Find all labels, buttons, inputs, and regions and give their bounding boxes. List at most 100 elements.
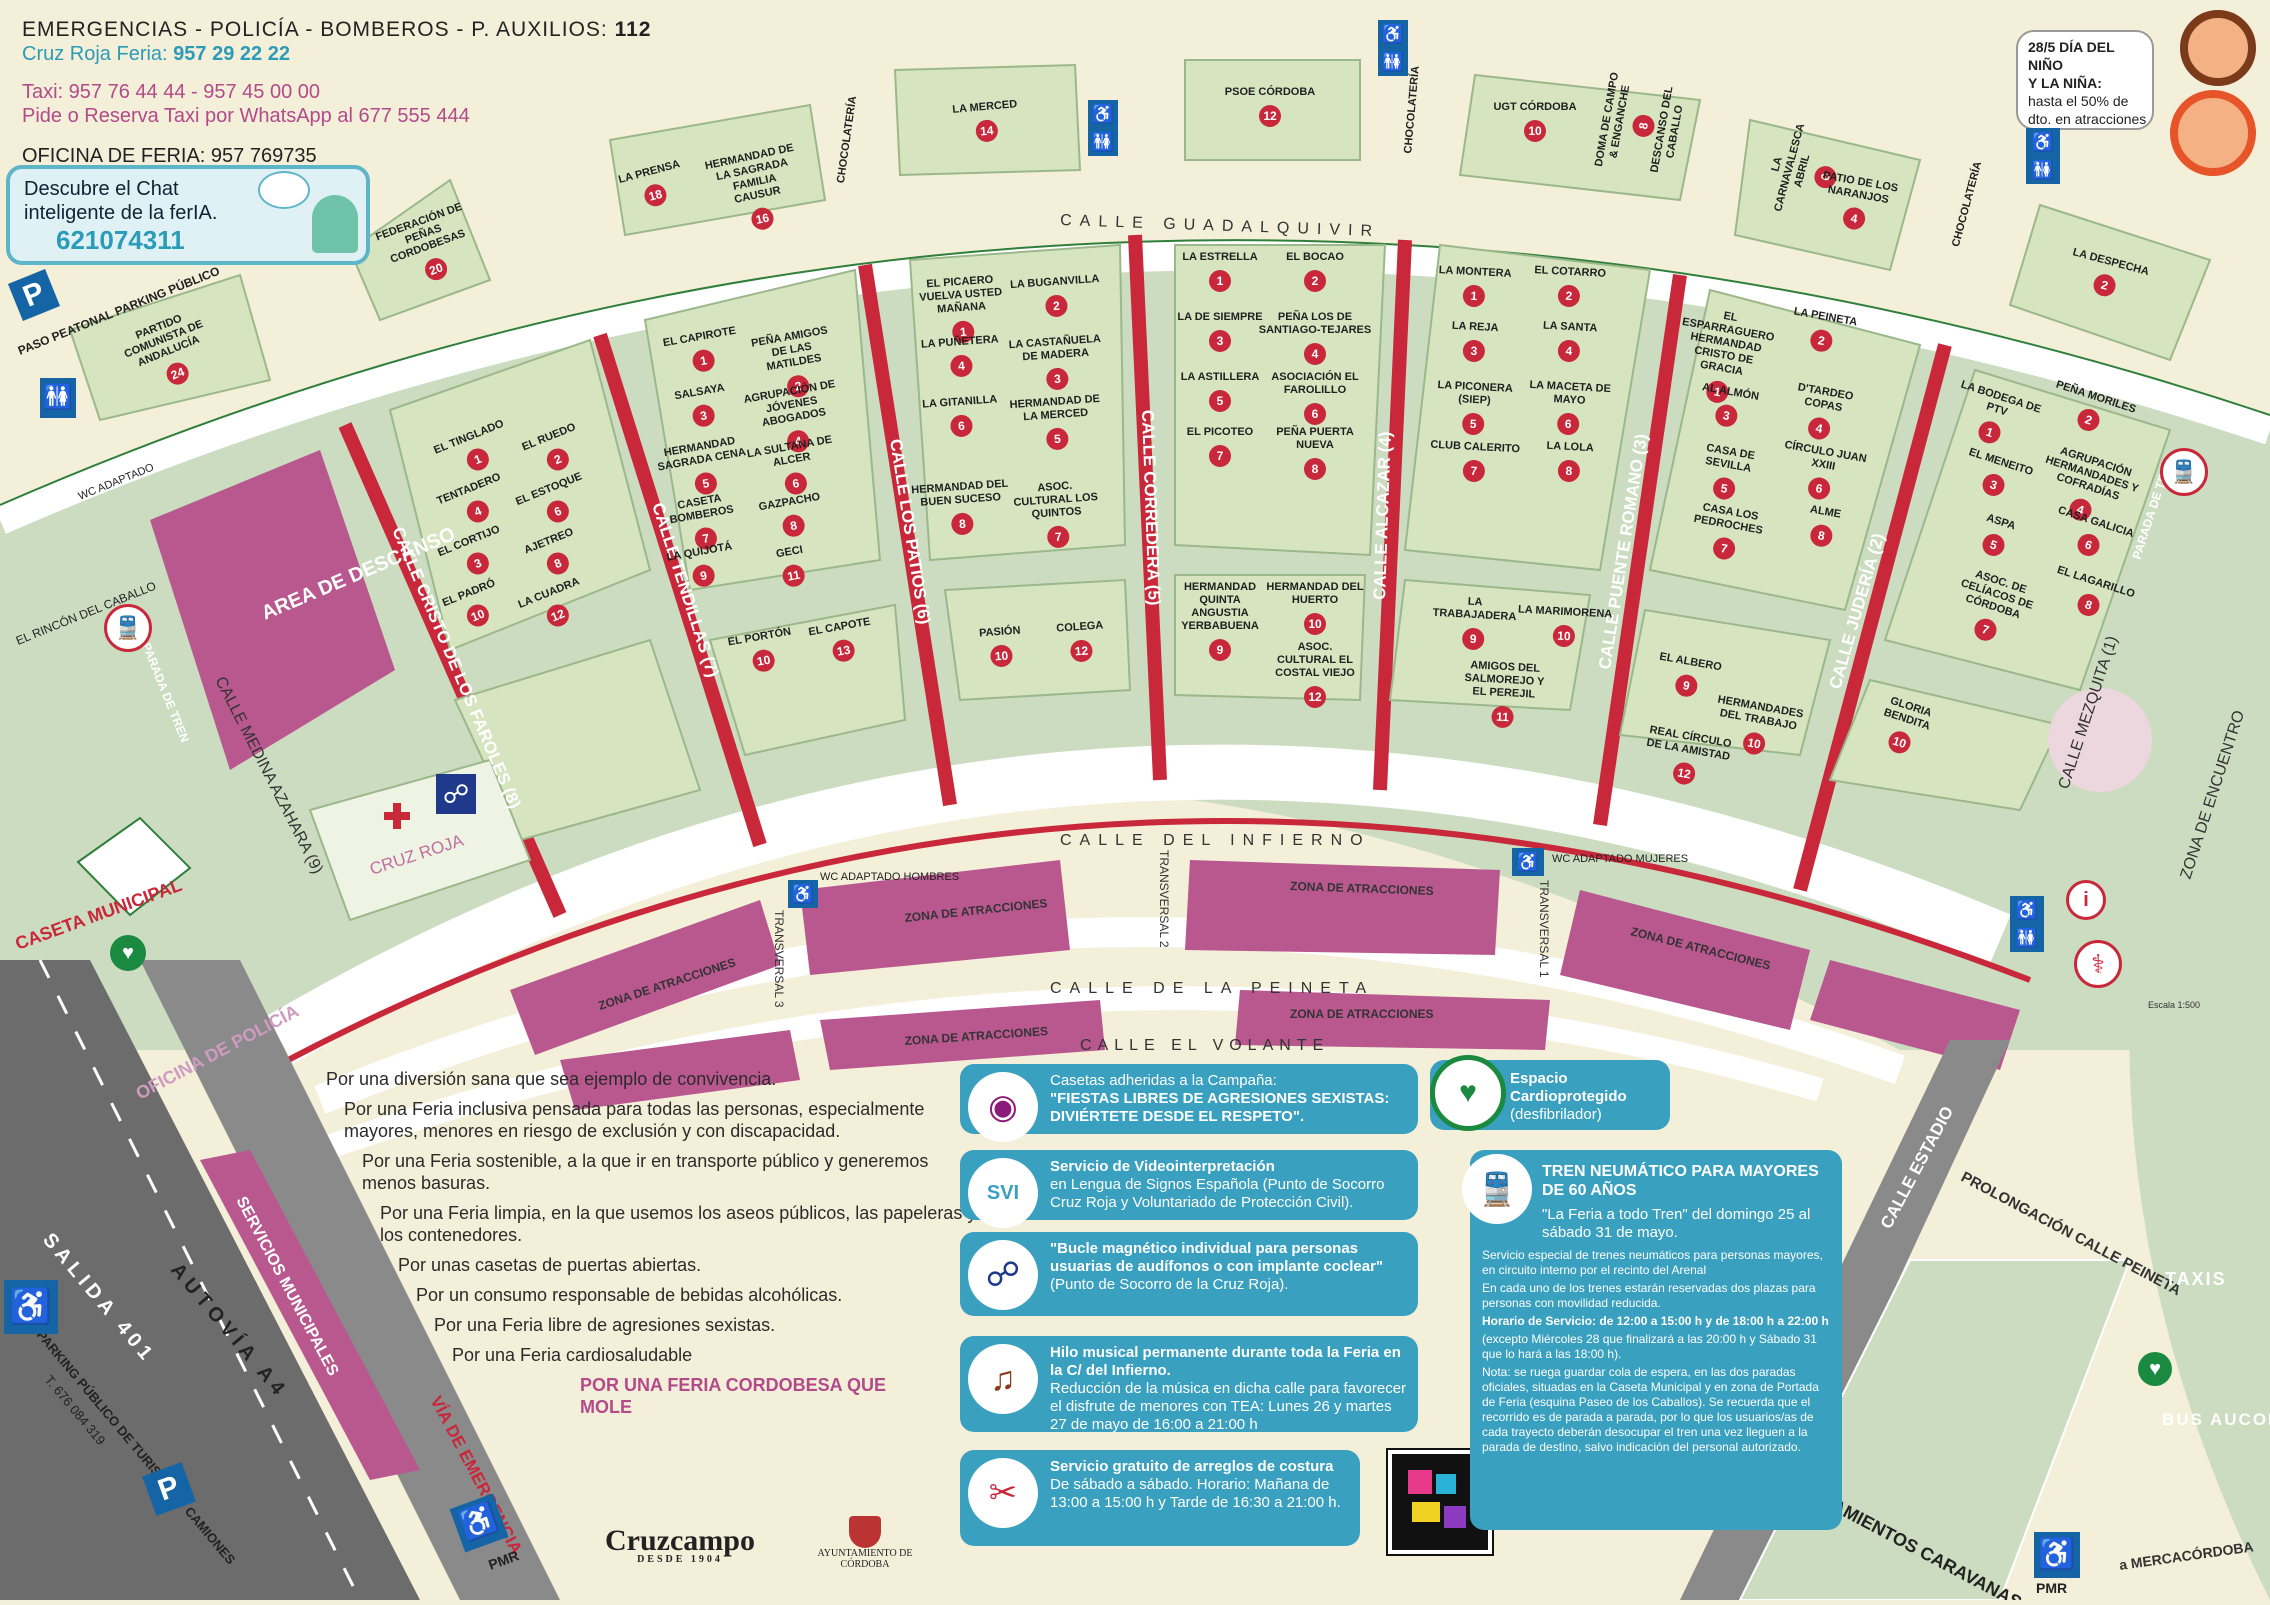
taxi-whatsapp[interactable]: Pide o Reserva Taxi por WhatsApp al 677 … [22, 105, 470, 127]
tren-subtitle: "La Feria a todo Tren" del domingo 25 al… [1542, 1206, 1811, 1241]
caseta-number-badge [466, 448, 489, 471]
caseta[interactable]: LA PICONERA(SIEP)5 [1435, 379, 1513, 437]
caseta[interactable]: CHOCOLATERÍA [834, 95, 859, 184]
taxi-line[interactable]: Taxi: 957 76 44 44 - 957 45 00 00 [22, 81, 321, 103]
caseta-number: 6 [2083, 537, 2094, 552]
caseta-number: 12 [1263, 109, 1277, 123]
caseta[interactable]: CHOCOLATERÍA [1401, 65, 1422, 154]
caseta-name: LA PICONERA [1437, 379, 1513, 395]
train-stop-icon-right: 🚆 [2160, 448, 2208, 496]
bucle-body: (Punto de Socorro de la Cruz Roja). [1050, 1276, 1289, 1293]
label-infierno: CALLE DEL INFIERNO [1060, 832, 1371, 849]
caseta-number: 1 [699, 353, 708, 368]
costura-box: ✂ Servicio gratuito de arreglos de costu… [960, 1450, 1360, 1546]
chat-phone[interactable]: 621074311 [56, 225, 185, 255]
block-corredera [1174, 244, 1387, 557]
caseta[interactable]: CHOCOLATERÍA [1949, 160, 1984, 248]
caseta-name: TRABAJADERA [1432, 607, 1516, 623]
heart-icon-municipal: ♥ [110, 935, 146, 971]
label-transversal1: TRANSVERSAL 1 [1537, 880, 1551, 978]
oficina-feria[interactable]: OFICINA DE FERIA: 957 769735 [22, 145, 317, 167]
emergencias-number[interactable]: 112 [614, 18, 652, 41]
cruz-roja-number[interactable]: 957 29 22 22 [173, 43, 290, 65]
caseta-name: MAYO [1553, 393, 1586, 407]
